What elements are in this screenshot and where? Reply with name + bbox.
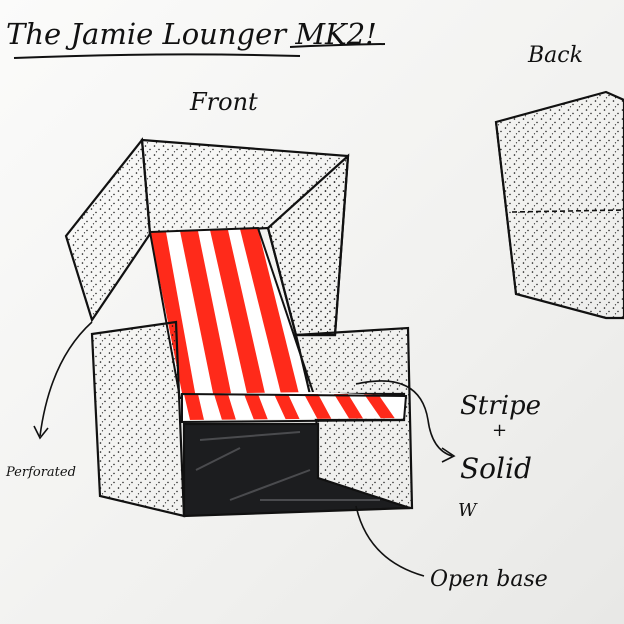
title-underline-left <box>13 53 301 59</box>
perforated-arrow <box>39 321 93 437</box>
striped-backrest <box>150 228 315 398</box>
left-armrest <box>90 320 186 518</box>
stripe-label: Stripe <box>460 391 541 421</box>
back-label: Back <box>527 43 583 68</box>
open-base-arrow <box>355 505 425 577</box>
open-base-label: Open base <box>430 567 548 592</box>
solid-label: Solid <box>460 452 532 485</box>
hood-left-panel <box>64 137 152 323</box>
stripe-arrow <box>355 380 453 457</box>
solid-note: W <box>458 500 478 521</box>
open-base <box>182 422 411 518</box>
front-label: Front <box>189 88 258 116</box>
back-view <box>494 90 624 320</box>
plus-label: + <box>492 420 507 441</box>
title-underline-right <box>289 43 386 48</box>
front-view <box>64 137 414 518</box>
perforated-label: Perforated <box>5 465 76 480</box>
